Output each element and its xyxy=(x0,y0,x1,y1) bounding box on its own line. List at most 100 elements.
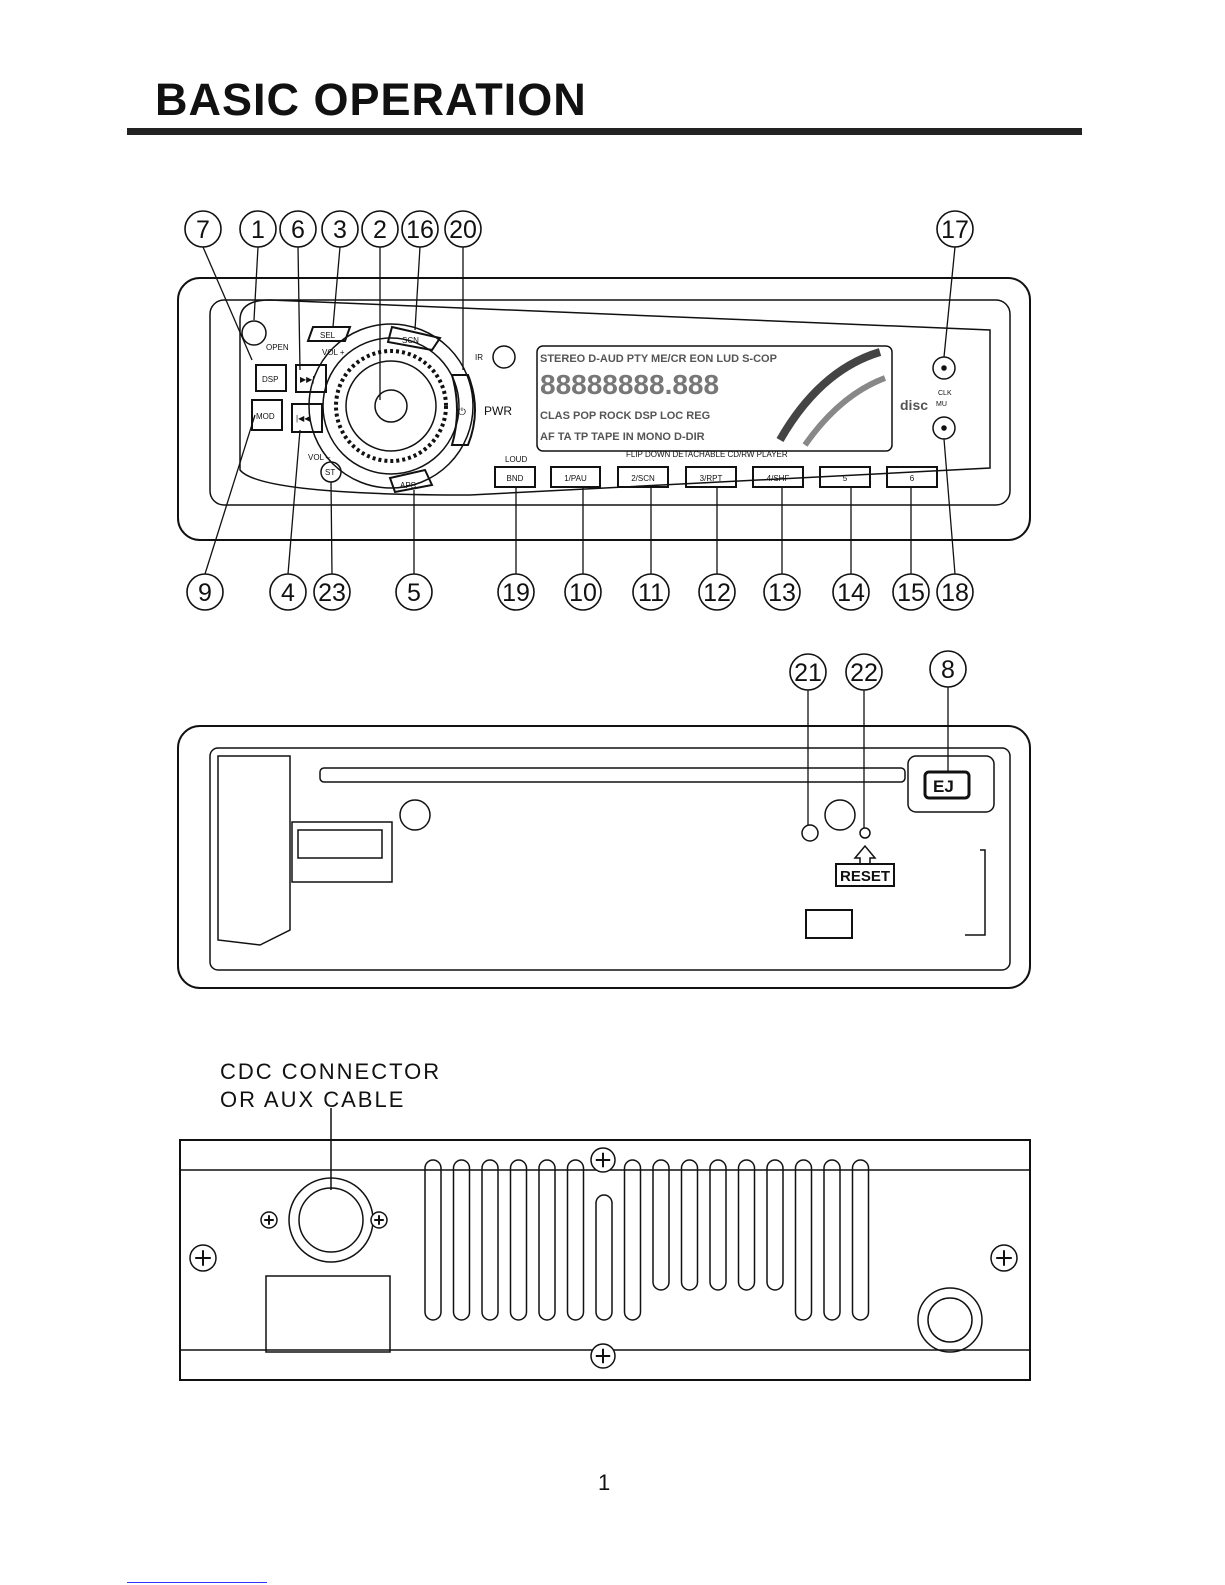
disc-slot xyxy=(319,767,906,783)
svg-text:CLK: CLK xyxy=(938,390,952,397)
led-hole xyxy=(801,824,819,842)
svg-text:11: 11 xyxy=(638,579,664,607)
svg-text:16: 16 xyxy=(406,216,434,244)
cdc-label-line2: OR AUX CABLE xyxy=(220,1087,406,1112)
svg-text:⏻: ⏻ xyxy=(458,407,466,418)
callout-16: 16 xyxy=(401,210,439,331)
svg-text:OPEN: OPEN xyxy=(266,343,289,352)
preset-button-2[interactable]: 2/SCN xyxy=(617,466,669,488)
pwr-label: PWR xyxy=(484,404,512,418)
vent-slot xyxy=(595,1194,613,1321)
svg-text:1: 1 xyxy=(251,216,265,244)
callout-17: 17 xyxy=(936,210,974,358)
svg-text:ST: ST xyxy=(325,468,335,477)
svg-text:DSP: DSP xyxy=(262,375,278,384)
callout-19: 19 xyxy=(497,487,535,611)
mu-button[interactable] xyxy=(932,416,956,440)
svg-text:14: 14 xyxy=(837,579,865,607)
svg-text:4/SHF: 4/SHF xyxy=(767,474,790,483)
svg-text:22: 22 xyxy=(850,659,878,687)
svg-text:SEL: SEL xyxy=(320,331,336,340)
callout-1: 1 xyxy=(239,210,277,321)
preset-button-1[interactable]: 1/PAU xyxy=(550,466,601,488)
disc-logo: disc xyxy=(900,397,928,413)
svg-text:4: 4 xyxy=(281,579,295,607)
preset-button-5[interactable]: 5 xyxy=(819,466,871,488)
next-track-button[interactable]: ▶▶| xyxy=(295,364,327,393)
screw-icon xyxy=(260,1211,278,1229)
open-button[interactable] xyxy=(241,320,267,346)
chassis-rear xyxy=(179,1108,1031,1381)
screw-icon xyxy=(990,1244,1018,1272)
svg-text:3/RPT: 3/RPT xyxy=(700,474,723,483)
vent-slot xyxy=(737,1159,756,1291)
cdc-connector xyxy=(288,1177,374,1263)
svg-text:18: 18 xyxy=(941,579,969,607)
preset-button-4[interactable]: 4/SHF xyxy=(752,466,804,488)
preset-button-3[interactable]: 3/RPT xyxy=(685,466,737,488)
vent-slot xyxy=(794,1159,813,1321)
callout-21: 21 xyxy=(789,653,827,825)
vent-slot xyxy=(452,1159,471,1321)
svg-text:10: 10 xyxy=(569,579,597,607)
lcd-display: STEREO D-AUD PTY ME/CR EON LUD S-COP 888… xyxy=(536,345,893,452)
title-rule xyxy=(127,128,1082,135)
callout-11: 11 xyxy=(632,487,670,611)
panel-caption: FLIP DOWN DETACHABLE CD/RW PLAYER xyxy=(626,450,788,459)
preset-button-0[interactable]: BND xyxy=(494,466,536,488)
screw-icon xyxy=(189,1244,217,1272)
screw-icon xyxy=(370,1211,388,1229)
power-button[interactable]: ⏻ xyxy=(450,374,476,446)
ir-sensor xyxy=(492,345,516,369)
vent-slot xyxy=(851,1159,870,1321)
svg-text:STEREO D-AUD PTY ME/CR EON LUD: STEREO D-AUD PTY ME/CR EON LUD S-COP xyxy=(540,353,777,365)
vent-slot xyxy=(481,1159,499,1321)
callout-13: 13 xyxy=(763,487,801,611)
dsp-button[interactable]: DSP xyxy=(255,364,287,392)
svg-text:12: 12 xyxy=(703,579,731,607)
reset-label: RESET xyxy=(835,863,895,887)
clk-button[interactable] xyxy=(932,356,956,380)
svg-text:7: 7 xyxy=(196,216,210,244)
scn-button[interactable]: SCN xyxy=(386,325,442,352)
vent-slot xyxy=(823,1159,841,1321)
svg-text:17: 17 xyxy=(941,216,969,244)
mod-button[interactable]: MOD xyxy=(251,399,283,431)
volume-knob[interactable] xyxy=(308,323,474,489)
svg-text:2/SCN: 2/SCN xyxy=(631,474,655,483)
callout-9: 9 xyxy=(186,414,256,611)
front-panel: OPEN SEL VOL + DSP MOD ▶▶| |◀◀ VOL – ST … xyxy=(177,277,1031,541)
vol-minus-label: VOL – xyxy=(308,453,331,462)
cdc-connector-label: CDC CONNECTOR OR AUX CABLE xyxy=(220,1058,441,1114)
svg-text:6: 6 xyxy=(291,216,305,244)
svg-text:SCN: SCN xyxy=(402,336,419,345)
callout-15: 15 xyxy=(892,487,930,611)
svg-text:1/PAU: 1/PAU xyxy=(564,474,587,483)
aps-button[interactable]: APS xyxy=(388,468,434,494)
callout-6: 6 xyxy=(279,210,317,371)
screw-icon xyxy=(590,1343,616,1369)
cdc-label-line1: CDC CONNECTOR xyxy=(220,1059,442,1084)
eject-button[interactable]: EJ xyxy=(923,770,971,800)
callout-10: 10 xyxy=(564,487,602,611)
ir-label: IR xyxy=(475,353,483,362)
callout-18: 18 xyxy=(936,438,974,611)
svg-text:6: 6 xyxy=(910,474,915,483)
st-button[interactable]: ST xyxy=(320,461,342,483)
svg-text:88888888.888: 88888888.888 xyxy=(540,369,719,400)
callout-4: 4 xyxy=(269,429,307,611)
page-number: 1 xyxy=(598,1470,611,1495)
svg-text:5: 5 xyxy=(407,579,421,607)
preset-button-6[interactable]: 6 xyxy=(886,466,938,488)
vent-slot xyxy=(766,1159,784,1291)
svg-text:15: 15 xyxy=(897,579,925,607)
vent-slot xyxy=(538,1159,556,1321)
sel-button[interactable]: SEL xyxy=(306,326,352,342)
svg-text:▶▶|: ▶▶| xyxy=(300,375,314,384)
reset-hole[interactable] xyxy=(859,827,871,839)
callout-2: 2 xyxy=(361,210,399,400)
prev-track-button[interactable]: |◀◀ xyxy=(291,403,323,433)
svg-text:2: 2 xyxy=(373,216,387,244)
callout-5: 5 xyxy=(395,490,433,611)
